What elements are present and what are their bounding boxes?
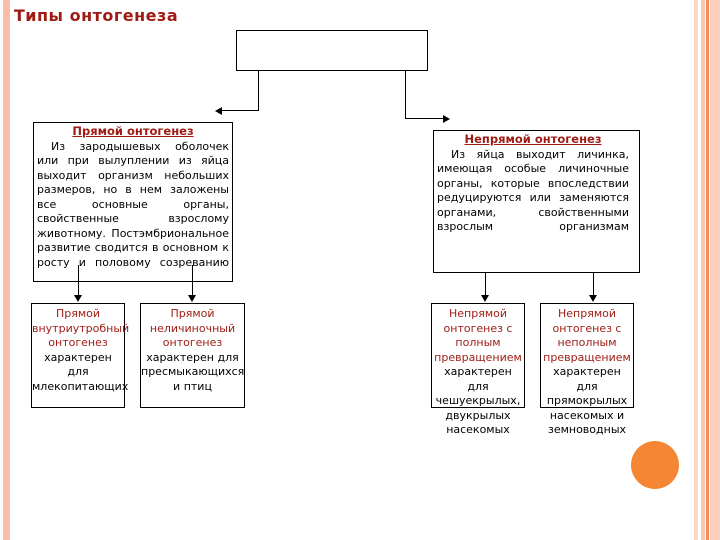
left-branch-heading: Прямой онтогенез	[72, 124, 194, 138]
arrow-down-icon-leaf-1	[74, 295, 82, 302]
left-branch-body: Из зародышевых оболочек или при вылуплен…	[37, 139, 229, 269]
leaf-box-4	[540, 303, 634, 408]
right-branch-box	[433, 130, 640, 273]
arrow-down-icon-leaf-4	[589, 295, 597, 302]
connector-leaf-4-vertical	[593, 273, 594, 296]
connector-leaf-1-vertical	[78, 265, 79, 296]
right-branch-body: Из яйца выходит личинка, имеющая особые …	[437, 147, 629, 234]
leaf-title-1: Прямой внутриутробный онтогенез	[32, 307, 130, 349]
leaf-content-2: Прямой неличиночный онтогенез характерен…	[141, 307, 244, 394]
decorative-stripe-right-1	[694, 0, 698, 540]
leaf-box-3	[431, 303, 525, 408]
leaf-body-4: характерен для прямокрылых насекомых и з…	[546, 365, 628, 436]
right-branch-content: Непрямой онтогенез Из яйца выходит личин…	[437, 132, 629, 249]
arrow-right-icon	[443, 115, 450, 123]
leaf-body-2: характерен для пресмыкающихся и птиц	[141, 350, 245, 393]
arrow-down-icon-leaf-3	[481, 295, 489, 302]
arrow-left-icon	[215, 107, 222, 115]
leaf-title-3: Непрямой онтогенез с полным превращением	[434, 307, 522, 364]
connector-leaf-3-vertical	[485, 273, 486, 296]
leaf-content-1: Прямой внутриутробный онтогенез характер…	[32, 307, 130, 394]
leaf-title-2: Прямой неличиночный онтогенез	[149, 307, 236, 349]
leaf-title-4: Непрямой онтогенез с неполным превращени…	[543, 307, 631, 364]
leaf-box-1	[31, 303, 125, 408]
left-branch-box	[33, 122, 233, 282]
connector-leaf-2-vertical	[192, 265, 193, 296]
arrow-down-icon-leaf-2	[188, 295, 196, 302]
leaf-body-3: характерен для чешуекрылых, двукрылых на…	[435, 365, 521, 436]
decorative-circle	[631, 441, 679, 489]
leaf-box-2	[140, 303, 245, 408]
left-branch-content: Прямой онтогенез Из зародышевых оболочек…	[37, 124, 229, 285]
leaf-content-3: Непрямой онтогенез с полным превращением…	[432, 307, 524, 438]
decorative-stripe-right-2	[701, 0, 705, 540]
diagram-title-box	[236, 30, 428, 71]
leaf-content-4: Непрямой онтогенез с неполным превращени…	[541, 307, 633, 438]
decorative-stripe-right-4	[710, 0, 720, 540]
connector-title-right-horizontal	[405, 118, 443, 119]
right-branch-heading: Непрямой онтогенез	[464, 132, 602, 146]
leaf-body-1: характерен для млекопитающих	[32, 350, 129, 393]
connector-title-right-vertical	[405, 71, 406, 119]
connector-title-left-vertical	[258, 71, 259, 111]
diagram-title: Типы онтогенеза	[13, 6, 179, 25]
decorative-stripe-left	[3, 0, 10, 540]
connector-title-left-horizontal	[222, 110, 259, 111]
decorative-stripe-right-3	[706, 0, 709, 540]
